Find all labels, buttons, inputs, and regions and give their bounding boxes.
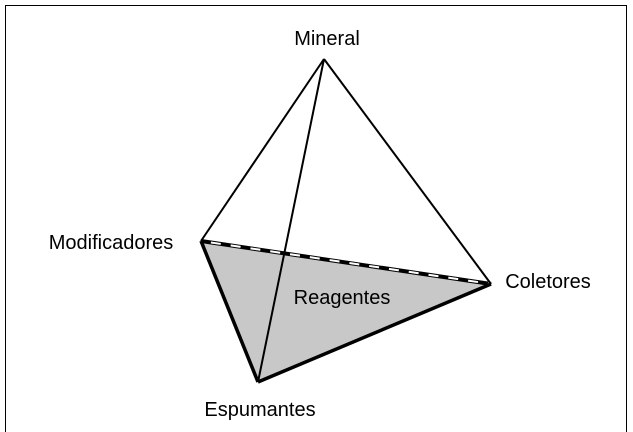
edge-mineral-espumantes [257, 58, 325, 383]
edge-mineral-coletores [323, 58, 492, 285]
face-label-reagentes: Reagentes [294, 287, 391, 309]
edge-modificadores-coletores-hidden-base [200, 239, 492, 286]
vertex-label-coletores: Coletores [505, 271, 591, 293]
vertex-label-modificadores: Modificadores [49, 232, 174, 254]
edge-mineral-modificadores [200, 58, 325, 242]
vertex-label-mineral: Mineral [294, 28, 360, 50]
reagentes-face [201, 241, 491, 382]
diagram-frame [5, 5, 627, 432]
edge-modificadores-espumantes [199, 240, 260, 383]
edge-espumantes-coletores [257, 282, 492, 384]
vertex-label-espumantes: Espumantes [204, 399, 315, 421]
